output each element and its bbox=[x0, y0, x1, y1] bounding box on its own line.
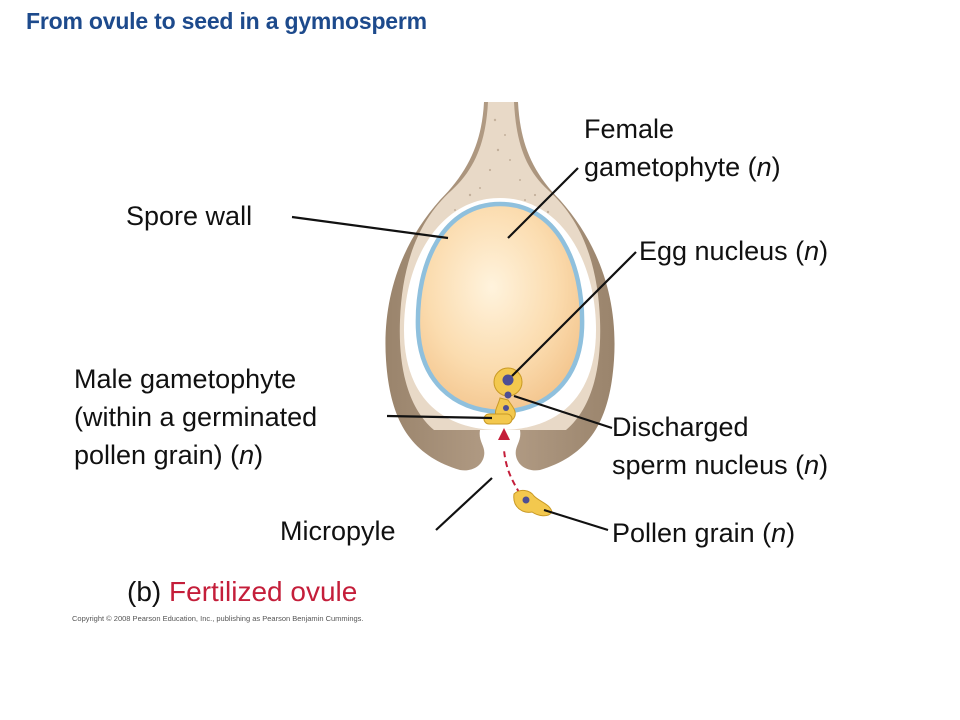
label-micropyle: Micropyle bbox=[280, 516, 396, 546]
label-spore-wall: Spore wall bbox=[126, 201, 253, 231]
copyright-notice: Copyright © 2008 Pearson Education, Inc.… bbox=[72, 614, 364, 623]
label-female-gametophyte: Female gametophyte (n) bbox=[584, 114, 781, 182]
figure-caption: (b) Fertilized ovule bbox=[127, 576, 357, 608]
caption-part: (b) bbox=[127, 576, 162, 607]
egg-nucleus-dot bbox=[502, 374, 514, 386]
leader-lines bbox=[291, 167, 637, 532]
tissue-speckles bbox=[454, 118, 550, 214]
label-discharged-sperm-nucleus: Discharged sperm nucleus (n) bbox=[612, 412, 829, 480]
pollen-path-arrow bbox=[498, 428, 521, 495]
pollen-grain bbox=[513, 489, 553, 517]
male-nucleus-dot bbox=[503, 405, 509, 411]
sperm-nucleus-dot bbox=[504, 391, 512, 399]
caption-text: Fertilized ovule bbox=[169, 576, 358, 607]
label-egg-nucleus: Egg nucleus (n) bbox=[639, 236, 829, 266]
label-male-gametophyte: Male gametophyte (within a germinated po… bbox=[74, 364, 318, 470]
page-title: From ovule to seed in a gymnosperm bbox=[26, 8, 427, 34]
label-pollen-grain: Pollen grain (n) bbox=[612, 518, 796, 548]
